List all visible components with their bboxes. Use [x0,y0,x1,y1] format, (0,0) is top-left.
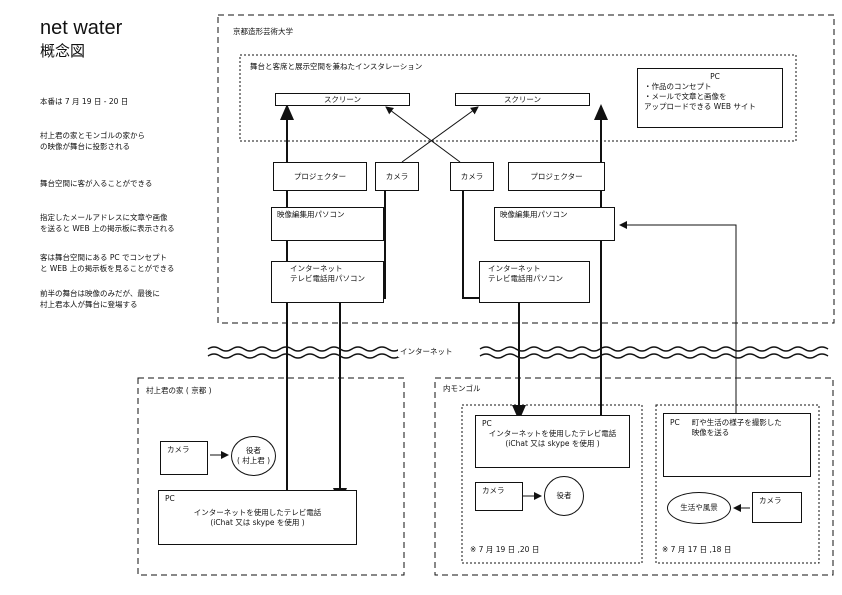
projector-left: プロジェクター [273,162,367,191]
university-region [217,14,835,324]
mongolia-video-to-editing-pc-arrow [619,221,737,413]
concept-pc-box[interactable]: PC ・作品のコンセプト ・メールで文章と画像を アップロードできる WEB サ… [637,68,783,128]
murakami-camera: カメラ [160,441,208,475]
installation-label: 舞台と客席と展示空間を兼ねたインスタレーション [250,62,423,71]
mongolia-video-pc-title: PC [670,418,680,427]
screen-left: スクリーン [275,93,410,106]
mongolia-right-region [655,404,820,564]
note-web-board: 指定したメールアドレスに文章や画像 を送ると WEB 上の掲示板に表示される [40,213,175,233]
installation-region [239,54,797,142]
mongolia-right-dates: ※ 7 月 17 日 ,18 日 [662,545,732,554]
diagram-title: net water [40,17,123,39]
mongolia-pc-title: PC [482,419,492,428]
murakami-pc-title: PC [165,494,175,503]
mongolia-video-pc-text: 町や生活の様子を撮影した 映像を送る [691,418,782,437]
university-label: 京都造形芸術大学 [233,27,293,36]
screen-right: スクリーン [455,93,590,106]
mongolia-pc-box[interactable]: PC インターネットを使用したテレビ電話 (iChat 又は skype を使用… [475,415,630,468]
mongolia-left-region [461,404,643,564]
mongolia-right-camera: カメラ [752,492,802,523]
editing-pc-left: 映像編集用パソコン [271,207,384,241]
mongolia-actor: 役者 [544,476,584,516]
murakami-label: 村上君の家 ( 京都 ) [146,386,212,395]
concept-pc-title: PC [710,72,720,81]
note-final-appearance: 前半の舞台は映像のみだが、最後に 村上君本人が舞台に登場する [40,289,160,309]
internet-wave-lower [207,353,829,359]
scenery-ellipse: 生活や風景 [667,492,731,524]
concept-pc-items: ・作品のコンセプト ・メールで文章と画像を アップロードできる WEB サイト [644,82,756,111]
note-projection: 村上君の家とモンゴルの家から の映像が舞台に投影される [40,131,145,151]
diagram-subtitle: 概念図 [40,42,86,60]
phone-pc-left: インターネット テレビ電話用パソコン [271,261,384,303]
mongolia-video-pc-box[interactable]: PC 町や生活の様子を撮影した 映像を送る [663,413,811,477]
mongolia-label: 内モンゴル [443,384,481,393]
mongolia-camera: カメラ [475,482,523,511]
mongolia-pc-text: インターネットを使用したテレビ電話 (iChat 又は skype を使用 ) [488,429,617,448]
internet-label: インターネット [398,347,455,357]
projector-right: プロジェクター [508,162,605,191]
camera-right-to-left-screen-arrow [385,106,461,163]
camera-left-to-right-screen-arrow [401,106,479,163]
camera-right: カメラ [450,162,494,191]
murakami-actor: 役者 ( 村上君 ) [231,436,276,476]
murakami-pc-box[interactable]: PC インターネットを使用したテレビ電話 (iChat 又は skype を使用… [158,490,357,545]
phone-pc-right: インターネット テレビ電話用パソコン [479,261,590,303]
mongolia-left-dates: ※ 7 月 19 日 ,20 日 [470,545,540,554]
note-pc-concept: 客は舞台空間にある PC でコンセプト と WEB 上の掲示板を見ることができる [40,253,175,273]
murakami-pc-text: インターネットを使用したテレビ電話 (iChat 又は skype を使用 ) [193,508,322,527]
camera-left: カメラ [375,162,419,191]
mongolia-region [434,377,834,576]
note-schedule: 本番は 7 月 19 日 - 20 日 [40,97,129,106]
note-audience: 舞台空間に客が入ることができる [40,179,153,188]
editing-pc-right: 映像編集用パソコン [494,207,615,241]
internet-wave [207,346,829,352]
murakami-region [137,377,405,576]
